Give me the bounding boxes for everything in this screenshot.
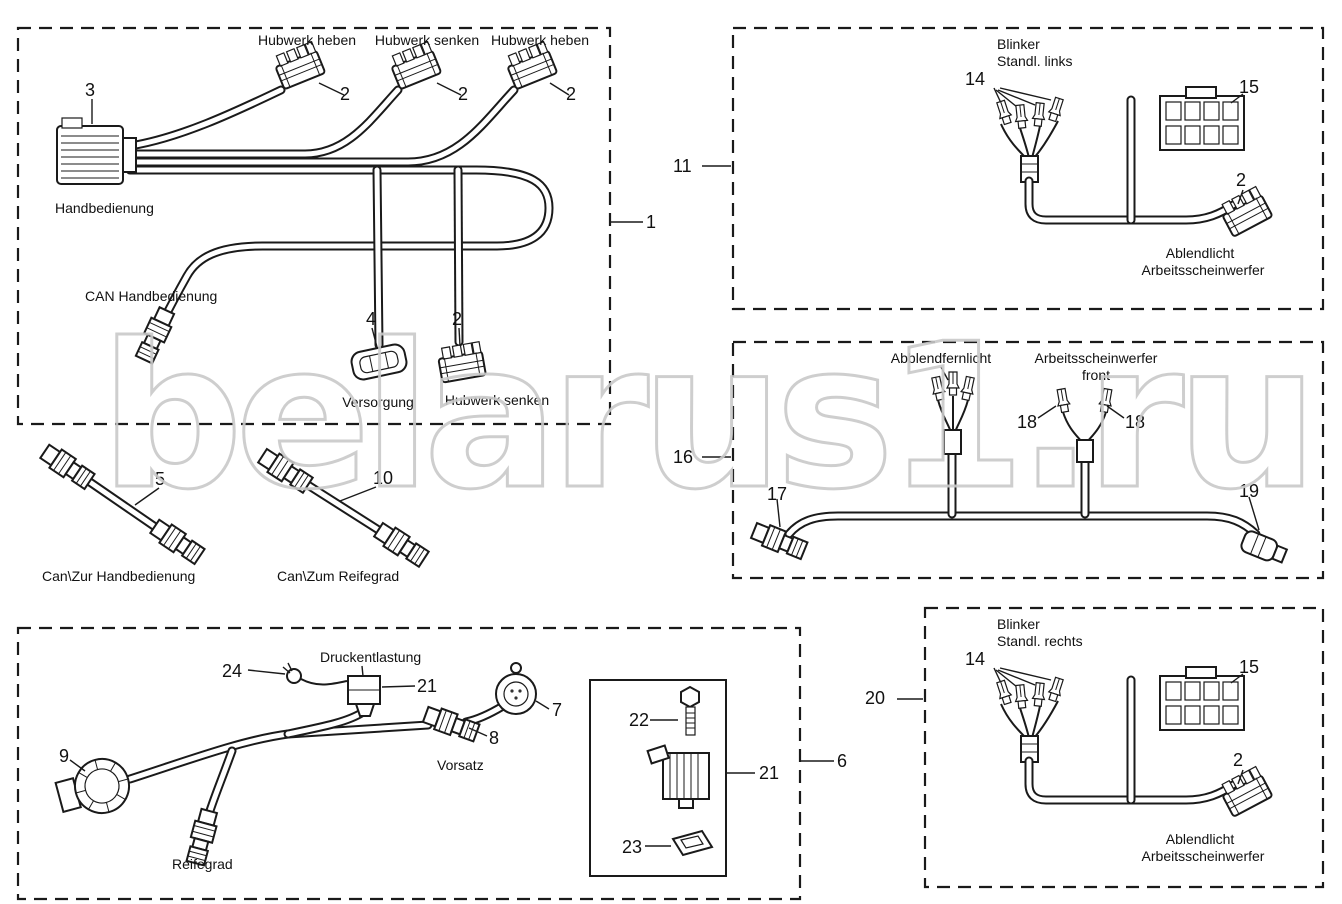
- label-arbeitsscheinwerfer-right: Arbeitsscheinwerfer: [1141, 848, 1265, 864]
- label-arbeitsscheinwerfer-left: Arbeitsscheinwerfer: [1141, 262, 1265, 278]
- label-versorgung: Versorgung: [342, 394, 414, 410]
- harness-lights-left: [702, 87, 1273, 237]
- label-abblendfernlicht: Abblendfernlicht: [890, 350, 992, 366]
- callout-24: 24: [222, 661, 243, 681]
- callout-16: 16: [673, 447, 694, 467]
- label-blinker-left: Blinker: [997, 36, 1040, 52]
- callout-21a: 21: [417, 676, 438, 696]
- callout-1: 1: [646, 212, 657, 232]
- label-can-handbedienung: CAN Handbedienung: [85, 288, 218, 304]
- label-handbedienung: Handbedienung: [55, 200, 154, 216]
- callout-18a: 18: [1017, 412, 1038, 432]
- harness-attachment: [51, 662, 550, 867]
- cap-connector-7: [495, 662, 537, 715]
- callout-23: 23: [622, 837, 643, 857]
- cable-can-handbedienung: [37, 441, 207, 567]
- callout-2a: 2: [340, 84, 351, 104]
- callout-2c: 2: [566, 84, 577, 104]
- callout-17: 17: [767, 484, 788, 504]
- callout-20: 20: [865, 688, 886, 708]
- fitting-druckentlastung: [347, 675, 381, 717]
- connector-can-handbedienung: [133, 304, 178, 366]
- callout-2d: 2: [452, 309, 463, 329]
- label-hubwerk-heben-1: Hubwerk heben: [257, 32, 357, 48]
- harness-hand-control: [56, 40, 643, 384]
- frame-lights-right: [923, 606, 1325, 889]
- callout-15-right: 15: [1239, 657, 1260, 677]
- bolt-22: [680, 685, 700, 736]
- frame-hand-control: [16, 26, 612, 426]
- label-standl-rechts: Standl. rechts: [997, 633, 1083, 649]
- callout-19: 19: [1239, 481, 1260, 501]
- valve-body-21: [646, 744, 710, 809]
- callout-2f: 2: [1233, 750, 1244, 770]
- frame-attachment: [16, 626, 802, 901]
- connector-abblendfernlicht: [929, 371, 977, 455]
- connector-hubwerk-heben-2: [502, 40, 559, 91]
- connector-hubwerk-senken-1: [386, 40, 443, 91]
- callout-18b: 18: [1125, 412, 1146, 432]
- frame-lights-left: [731, 26, 1325, 311]
- connector-arbeitsscheinwerfer-front: [1054, 387, 1115, 463]
- seal-plate-23: [671, 829, 714, 857]
- callout-7: 7: [552, 700, 563, 720]
- callout-9: 9: [59, 746, 70, 766]
- label-reifegrad: Reifegrad: [172, 856, 233, 872]
- callout-4: 4: [366, 309, 377, 329]
- connector-vorsatz: [420, 703, 482, 745]
- label-can-zum-reifegrad: Can\Zum Reifegrad: [277, 568, 400, 584]
- label-standl-links: Standl. links: [997, 53, 1073, 69]
- label-blinker-right: Blinker: [997, 616, 1040, 632]
- connector-versorgung: [350, 343, 408, 381]
- callout-22: 22: [629, 710, 650, 730]
- callout-8: 8: [489, 728, 500, 748]
- callout-14-right: 14: [965, 649, 986, 669]
- label-hubwerk-heben-2: Hubwerk heben: [490, 32, 590, 48]
- label-arbeitsscheinwerfer-front-1: Arbeitsscheinwerfer: [1034, 350, 1158, 366]
- connector-end-right: [1240, 530, 1289, 564]
- callout-14-left: 14: [965, 69, 986, 89]
- label-druckentlastung: Druckentlastung: [320, 649, 422, 665]
- frame-front-harness: [731, 340, 1325, 580]
- callout-10: 10: [373, 468, 394, 488]
- callout-21b: 21: [759, 763, 780, 783]
- label-ablendlicht-right: Ablendlicht: [1165, 831, 1235, 847]
- connector-handbedienung: [56, 117, 137, 185]
- label-hubwerk-senken-1: Hubwerk senken: [374, 32, 480, 48]
- connector-hubwerk-heben-1: [270, 40, 327, 91]
- label-can-zur-handbedienung: Can\Zur Handbedienung: [42, 568, 196, 584]
- label-arbeitsscheinwerfer-front-2: front: [1081, 367, 1111, 383]
- callout-2e: 2: [1236, 170, 1247, 190]
- label-hubwerk-senken-2: Hubwerk senken: [444, 392, 550, 408]
- callout-3: 3: [85, 80, 96, 100]
- callout-11: 11: [673, 156, 692, 176]
- cable-can-reifegrad: [255, 445, 431, 570]
- callout-5: 5: [155, 469, 166, 489]
- label-ablendlicht-left: Ablendlicht: [1165, 245, 1235, 261]
- harness-lights-right: [897, 667, 1273, 817]
- label-vorsatz: Vorsatz: [437, 757, 484, 773]
- valve-assembly: [645, 685, 834, 857]
- callout-2b: 2: [458, 84, 469, 104]
- harness-front: [702, 366, 1289, 564]
- frame-valve-assembly: [589, 679, 727, 877]
- callout-6: 6: [837, 751, 848, 771]
- callout-15-left: 15: [1239, 77, 1260, 97]
- plug-24: [282, 662, 302, 684]
- connector-hubwerk-senken-2: [435, 340, 487, 384]
